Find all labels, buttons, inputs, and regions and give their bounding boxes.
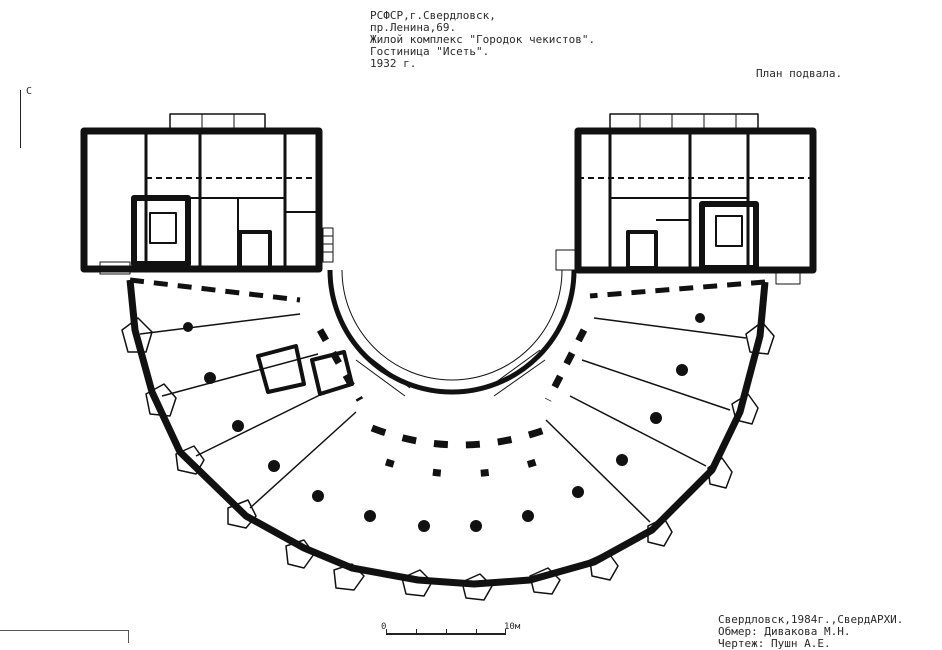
title-line-1: РСФСР,г.Свердловск, [370, 9, 496, 22]
corner-stamp [0, 630, 129, 643]
bay-windows [121, 317, 775, 601]
scale-tick [505, 629, 506, 635]
left-wing [80, 113, 334, 275]
credits-line-2: Обмер: Дивакова М.Н. [718, 625, 851, 638]
north-arrow-icon [20, 90, 21, 148]
credits-block: Свердловск,1984г.,СвердАРХИ. Обмер: Дива… [718, 614, 903, 650]
scale-tick [446, 629, 447, 635]
outer-wall [126, 277, 769, 588]
columns [183, 313, 705, 532]
courtyard-arc [327, 269, 577, 397]
right-wing [555, 113, 817, 285]
scale-label-ten: 10м [504, 622, 521, 632]
scale-label-zero: 0 [381, 622, 387, 632]
credits-line-1: Свердловск,1984г.,СвердАРХИ. [718, 613, 904, 626]
title-line-4: Гостиница "Исеть". [370, 45, 490, 58]
scale-tick [416, 629, 417, 635]
scale-tick [476, 629, 477, 635]
plan-label: План подвала. [756, 67, 843, 80]
scale-bar: 0 10м [381, 622, 520, 642]
scale-tick [386, 629, 387, 635]
title-line-5: 1932 г. [370, 57, 417, 70]
title-block: РСФСР,г.Свердловск, пр.Ленина,69. Жилой … [370, 10, 595, 70]
title-line-3: Жилой комплекс "Городок чекистов". [370, 33, 596, 46]
north-letter: С [26, 86, 33, 97]
credits-line-3: Чертеж: Пушн А.Е. [718, 637, 831, 650]
title-line-2: пр.Ленина,69. [370, 21, 457, 34]
